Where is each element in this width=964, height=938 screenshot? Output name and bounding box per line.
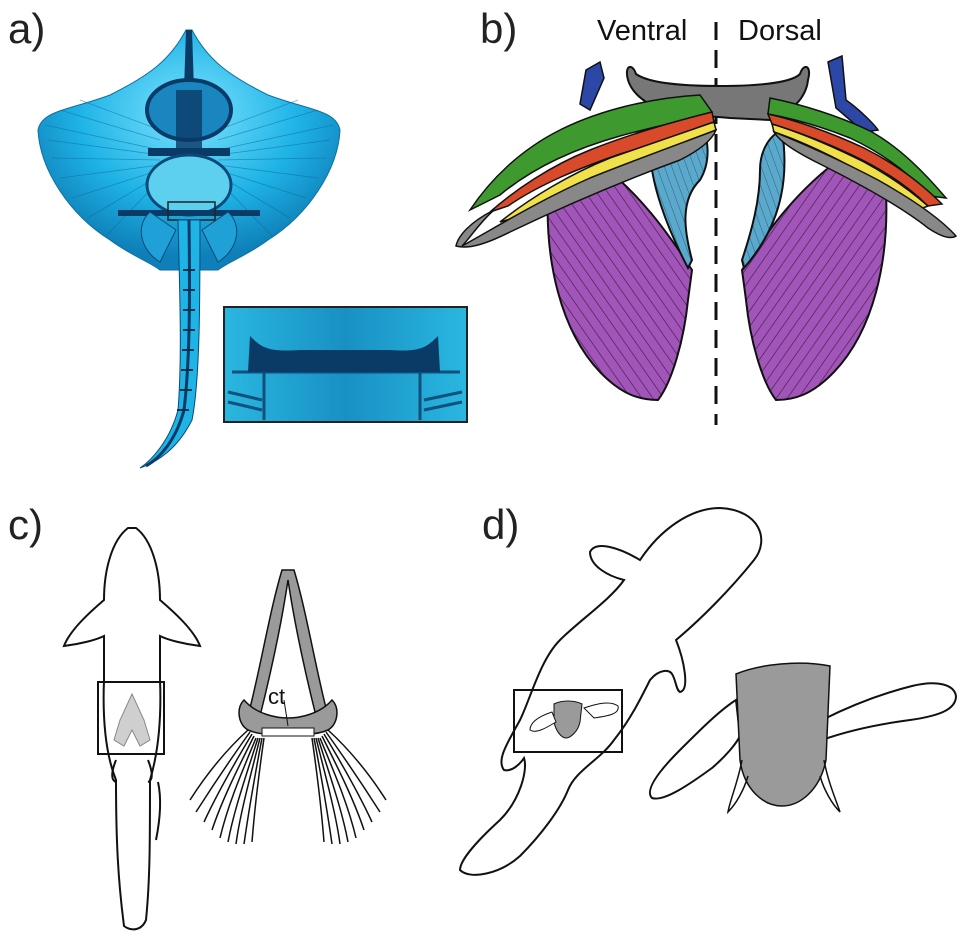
ct-annotation: ct (268, 684, 285, 709)
animal-outline (460, 508, 761, 875)
animal-pelvic-region (514, 690, 622, 752)
pelvic-girdle-inset (224, 307, 467, 422)
shark-pelvic-region (98, 682, 164, 754)
shark-pelvic-girdle-detail (190, 570, 386, 844)
muscle-diagram (456, 22, 956, 425)
animal-pelvic-girdle-detail (650, 663, 956, 812)
left-nerve (580, 62, 604, 110)
